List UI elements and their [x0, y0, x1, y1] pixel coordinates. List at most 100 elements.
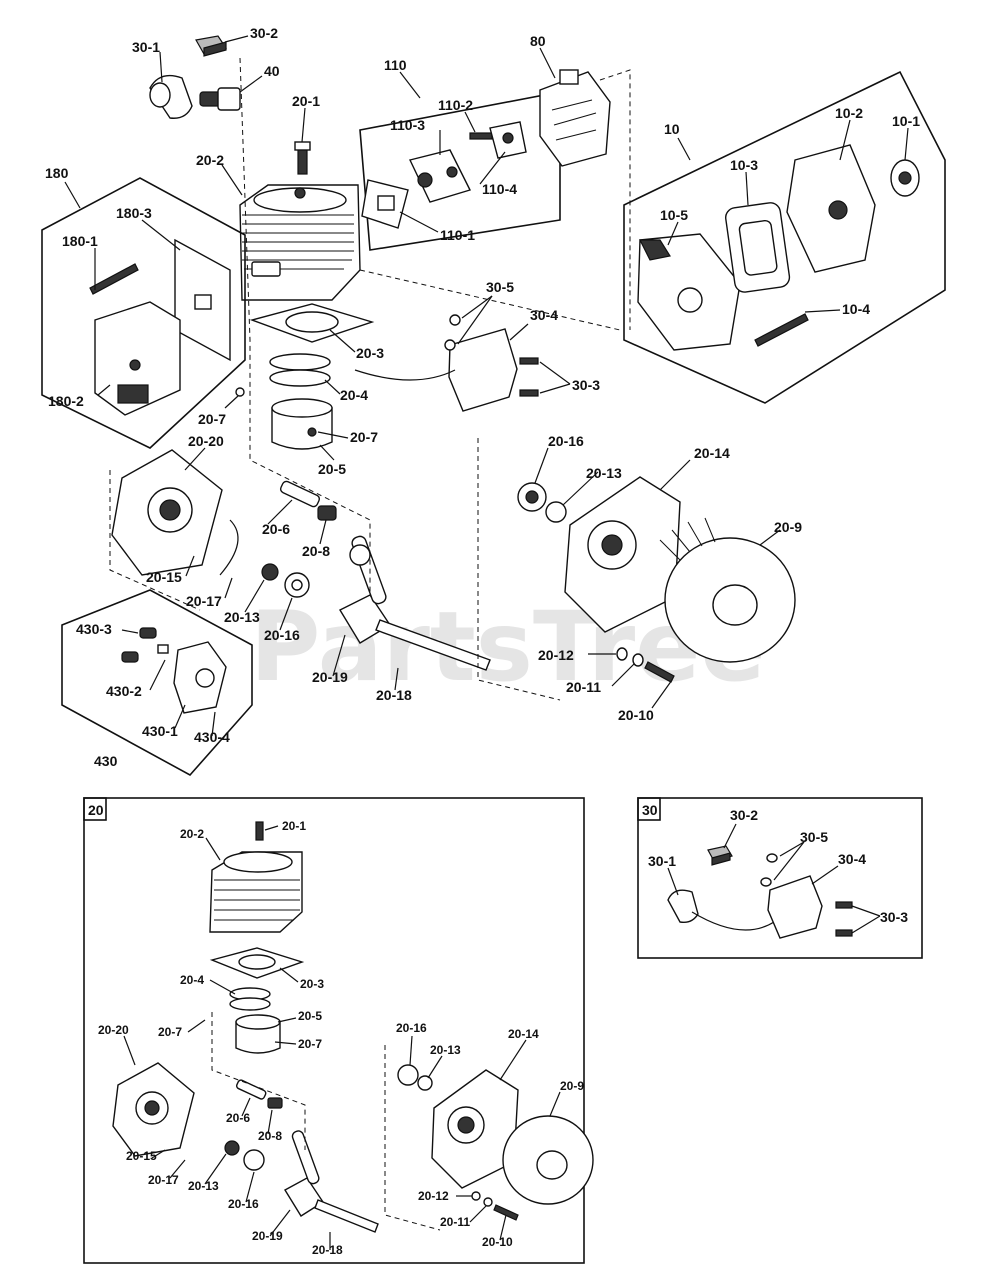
- label-20-15: 20-15: [146, 569, 182, 585]
- label-20-6: 20-6: [262, 521, 290, 537]
- label-20-18: 20-18: [376, 687, 412, 703]
- inset-cylinder[interactable]: [209, 821, 303, 933]
- label-110-3: 110-3: [390, 117, 425, 133]
- inset-washers[interactable]: [760, 853, 778, 887]
- inset-crankcase-left[interactable]: [112, 1062, 195, 1157]
- cylinder-gasket[interactable]: [249, 303, 375, 343]
- ignition-coil[interactable]: [354, 314, 518, 412]
- label-20-5: 20-5: [318, 461, 346, 477]
- assembly-line-1: [239, 57, 371, 595]
- crankcase-right[interactable]: [564, 476, 681, 633]
- label-20-2: 20-2: [196, 152, 224, 168]
- inset-label-20-8: 20-8: [258, 1129, 282, 1143]
- air-filter-cover[interactable]: [786, 144, 876, 273]
- muffler[interactable]: [94, 301, 181, 416]
- seal-right[interactable]: [517, 482, 567, 523]
- label-30-3: 30-3: [572, 377, 600, 393]
- crankcase-gasket-left[interactable]: [219, 519, 239, 576]
- inset-label-20-6: 20-6: [226, 1111, 250, 1125]
- inset-crankshaft[interactable]: [284, 1130, 379, 1233]
- label-20-7b: 20-7: [350, 429, 378, 445]
- inset-flywheel[interactable]: [502, 1115, 594, 1205]
- carb-gasket[interactable]: [361, 179, 409, 229]
- inset-pin-bearing[interactable]: [236, 1079, 283, 1109]
- inset-gasket[interactable]: [209, 947, 305, 979]
- inset-label-20-11: 20-11: [440, 1215, 470, 1229]
- cylinder-screw[interactable]: [294, 141, 311, 175]
- label-r20-10: 20-10: [618, 707, 654, 723]
- inset-seals-left[interactable]: [224, 1140, 265, 1171]
- label-30-2: 30-2: [250, 25, 278, 41]
- spark-plug-boot[interactable]: [149, 74, 193, 119]
- needle-bearing[interactable]: [317, 505, 337, 521]
- piston-rings[interactable]: [269, 353, 331, 387]
- label-20-4: 20-4: [340, 387, 368, 403]
- boot-clip[interactable]: [195, 35, 227, 57]
- adapter-screw[interactable]: [469, 132, 493, 140]
- label-180-1: 180-1: [62, 233, 98, 249]
- adapter-plate[interactable]: [489, 121, 527, 159]
- label-40: 40: [264, 63, 280, 79]
- crankshaft[interactable]: [339, 535, 491, 671]
- leader-lines-inset-30: [667, 823, 881, 934]
- inset-30-tag: 30: [642, 802, 658, 818]
- inset-coil[interactable]: [767, 875, 823, 939]
- seal-left[interactable]: [261, 563, 310, 598]
- muffler-frame: [41, 177, 246, 449]
- inset-label-30-5: 30-5: [800, 829, 828, 845]
- label-20-19: 20-19: [312, 669, 348, 685]
- inset-seals-right[interactable]: [397, 1064, 433, 1091]
- cover-knob[interactable]: [890, 159, 920, 197]
- label-10-3: 10-3: [730, 157, 758, 173]
- label-20-1: 20-1: [292, 93, 320, 109]
- inset-label-20-9: 20-9: [560, 1079, 584, 1093]
- carburetor[interactable]: [539, 69, 611, 167]
- crank-bearing-pin[interactable]: [279, 480, 321, 508]
- recoil-pawls[interactable]: [121, 627, 169, 663]
- inset-piston[interactable]: [235, 1014, 281, 1054]
- label-110-1: 110-1: [440, 227, 475, 243]
- muffler-shield[interactable]: [174, 238, 231, 362]
- inset-label-20-13a: 20-13: [188, 1179, 219, 1193]
- piston[interactable]: [271, 398, 333, 450]
- inset-hardware[interactable]: [471, 1191, 519, 1221]
- inset-20: 20: [83, 797, 594, 1264]
- coil-screws[interactable]: [519, 357, 539, 397]
- inset-spark-boot[interactable]: [667, 889, 775, 931]
- label-30-5: 30-5: [486, 279, 514, 295]
- inset-label-30-4: 30-4: [838, 851, 866, 867]
- muffler-bolt[interactable]: [89, 263, 139, 295]
- wrist-pin-clip[interactable]: [235, 387, 245, 397]
- air-filter-frame: [623, 70, 946, 404]
- label-r20-14: 20-14: [694, 445, 730, 461]
- inset-boot-clip[interactable]: [707, 845, 733, 866]
- recoil-housing[interactable]: [173, 641, 227, 714]
- carb-adapter[interactable]: [409, 149, 471, 203]
- label-10-1: 10-1: [892, 113, 920, 129]
- inset-label-20-13b: 20-13: [430, 1043, 461, 1057]
- air-filter-element[interactable]: [724, 202, 791, 294]
- cover-bolt[interactable]: [754, 313, 809, 347]
- label-30-4: 30-4: [530, 307, 558, 323]
- label-110-4: 110-4: [482, 181, 517, 197]
- label-20-16: 20-16: [264, 627, 300, 643]
- flywheel[interactable]: [659, 517, 796, 663]
- inset-rings[interactable]: [229, 987, 271, 1011]
- label-20-7a: 20-7: [198, 411, 226, 427]
- assembly-line-4: [599, 69, 631, 330]
- inset-coil-screws[interactable]: [835, 901, 853, 937]
- spark-plug[interactable]: [199, 87, 241, 111]
- label-180-3: 180-3: [116, 205, 152, 221]
- inset-label-20-12: 20-12: [418, 1189, 449, 1203]
- inset-label-20-16b: 20-16: [396, 1021, 427, 1035]
- kit-430-frame: [61, 589, 253, 777]
- label-r20-16: 20-16: [548, 433, 584, 449]
- crankcase-left[interactable]: [111, 449, 223, 576]
- air-filter-base[interactable]: [637, 233, 741, 351]
- label-80: 80: [530, 33, 546, 49]
- inset-label-20-2: 20-2: [180, 827, 204, 841]
- cylinder[interactable]: [239, 184, 361, 301]
- inset-label-20-5: 20-5: [298, 1009, 322, 1023]
- label-10-5: 10-5: [660, 207, 688, 223]
